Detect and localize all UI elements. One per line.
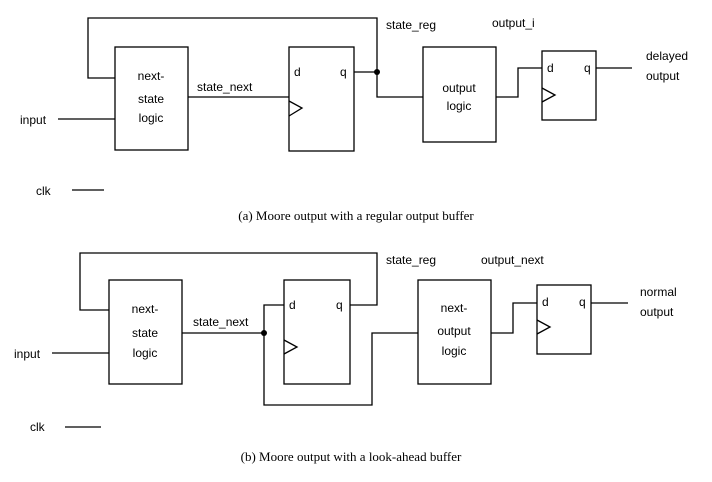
a-ff2-d-label: d — [547, 61, 554, 75]
diagram-b: next- state logic d q next- output logic… — [14, 252, 677, 464]
a-next-state-label-3: logic — [139, 111, 164, 125]
a-next-state-logic-box — [114, 46, 189, 151]
a-ff2-q-label: q — [584, 61, 591, 75]
b-output-buffer-box — [536, 284, 592, 355]
b-normal-output-label-1: normal — [640, 285, 677, 299]
a-feedback-wire — [87, 17, 378, 79]
b-normal-output-label-2: output — [640, 305, 674, 319]
b-ff2-d-label: d — [542, 295, 549, 309]
a-output-i-label: output_i — [492, 16, 535, 30]
b-input-label: input — [14, 347, 41, 361]
b-look-ahead-wire — [263, 332, 418, 406]
b-next-state-label-1: next- — [132, 302, 159, 316]
b-state-next-label: state_next — [193, 315, 249, 329]
a-ff1-clock-triangle — [288, 100, 304, 117]
b-output-next-label: output_next — [481, 253, 544, 267]
b-next-state-label-2: state — [132, 326, 158, 340]
a-output-i-wire — [496, 67, 542, 98]
a-delayed-output-label-1: delayed — [646, 49, 688, 63]
b-output-next-wire — [491, 302, 537, 334]
b-ff2-q-label: q — [579, 295, 586, 309]
b-next-output-label-2: output — [437, 324, 471, 338]
a-ff2-clock-triangle — [541, 87, 557, 103]
a-output-logic-box — [422, 46, 497, 143]
b-state-register-box — [283, 279, 351, 385]
b-ff2-clock-triangle — [536, 319, 552, 335]
a-input-label: input — [20, 113, 47, 127]
b-next-output-logic-box — [417, 279, 492, 385]
b-caption: (b) Moore output with a look-ahead buffe… — [241, 449, 462, 464]
a-output-logic-label-1: output — [442, 81, 476, 95]
a-state-reg-wire — [376, 72, 423, 98]
b-junction-dot — [261, 330, 267, 336]
b-feedback-wire — [79, 252, 378, 311]
a-next-state-label-1: next- — [138, 69, 165, 83]
b-clk-label: clk — [30, 420, 46, 434]
b-ff1-clock-triangle — [283, 339, 299, 355]
a-output-logic-label-2: logic — [447, 99, 472, 113]
b-ff1-q-label: q — [336, 298, 343, 312]
b-next-output-label-3: logic — [442, 344, 467, 358]
a-delayed-output-label-2: output — [646, 69, 680, 83]
a-next-state-label-2: state — [138, 92, 164, 106]
b-state-reg-label: state_reg — [386, 253, 436, 267]
a-state-register-box — [288, 46, 355, 152]
a-state-reg-label: state_reg — [386, 18, 436, 32]
b-next-output-label-1: next- — [441, 301, 468, 315]
a-output-buffer-box — [541, 50, 597, 121]
a-junction-dot — [374, 69, 380, 75]
b-ff1-d-wire — [263, 304, 284, 333]
diagram-a: next- state logic d q output logic d q s… — [20, 16, 688, 223]
a-ff1-d-label: d — [294, 65, 301, 79]
b-next-state-label-3: logic — [133, 346, 158, 360]
a-caption: (a) Moore output with a regular output b… — [238, 208, 474, 223]
b-ff1-d-label: d — [289, 298, 296, 312]
a-state-next-label: state_next — [197, 80, 253, 94]
a-ff1-q-label: q — [340, 65, 347, 79]
b-next-state-logic-box — [108, 279, 183, 385]
a-clk-label: clk — [36, 184, 52, 198]
